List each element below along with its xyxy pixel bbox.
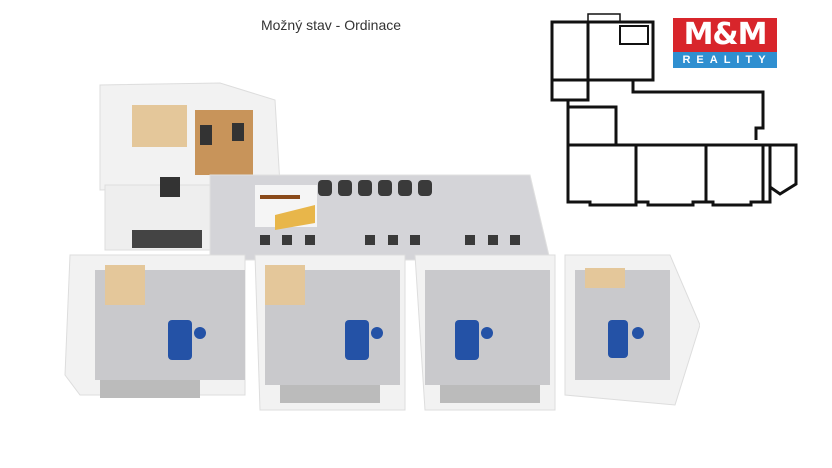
dental-room-2 — [254, 254, 406, 411]
logo-brand-bottom: REALITY — [673, 52, 777, 68]
floor-plan-3d — [64, 82, 700, 411]
logo-brand-top: M&M — [673, 18, 777, 52]
dental-room-4 — [564, 254, 700, 406]
floor-plan-2d — [550, 13, 798, 207]
brand-logo: M&M REALITY — [673, 18, 777, 68]
dental-room-1 — [64, 254, 246, 398]
page-title: Možný stav - Ordinace — [260, 17, 402, 33]
office-small-floor — [132, 105, 187, 147]
dental-room-3 — [414, 254, 556, 411]
